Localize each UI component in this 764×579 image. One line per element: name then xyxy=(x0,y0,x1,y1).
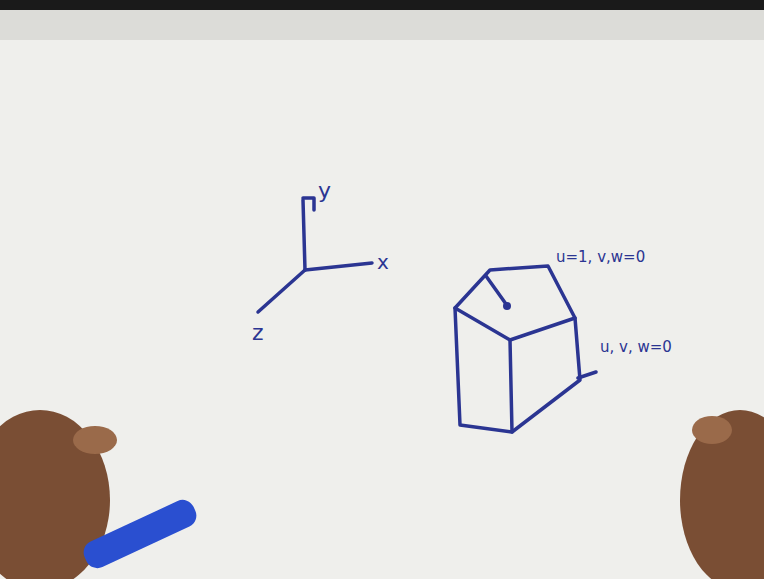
boundary-condition: u=1, v,w=0 xyxy=(556,250,645,265)
hands xyxy=(0,410,764,579)
axis-label: z xyxy=(252,322,264,344)
cube-sides xyxy=(455,308,580,432)
paper-edge xyxy=(0,10,764,40)
axis-label: y xyxy=(318,180,331,202)
point-marker xyxy=(503,302,511,310)
y-axis xyxy=(303,200,305,270)
leader-line xyxy=(578,372,596,378)
axis-label: x xyxy=(377,252,389,272)
top-bar xyxy=(0,0,764,10)
z-axis xyxy=(258,270,305,312)
x-axis xyxy=(305,263,372,270)
cube-edge xyxy=(510,340,512,432)
leader-line xyxy=(486,276,506,304)
cube-top xyxy=(455,266,575,340)
y-axis-tick xyxy=(303,198,314,210)
boundary-condition: u, v, w=0 xyxy=(600,340,672,355)
